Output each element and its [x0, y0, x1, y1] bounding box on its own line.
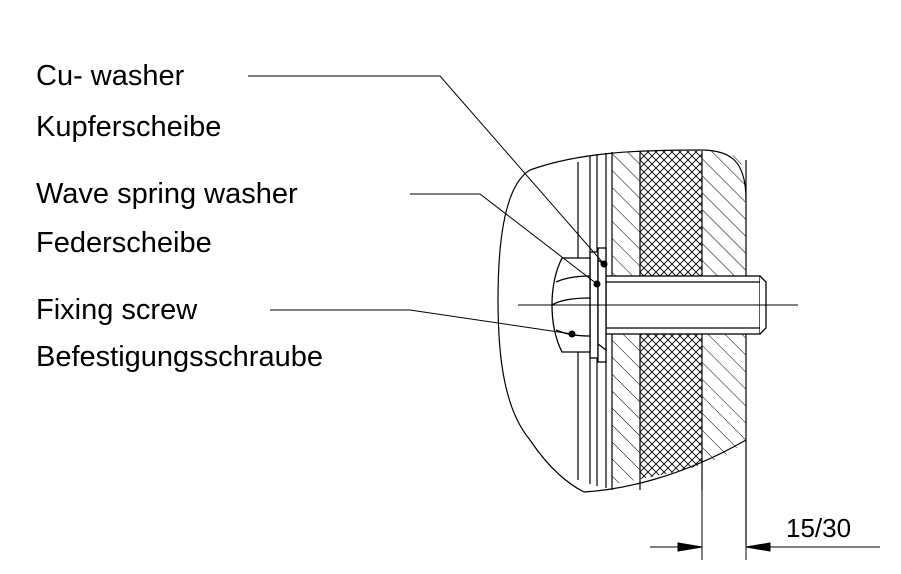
section-break-bottom	[583, 439, 747, 493]
label-fixing-screw-de: Befestigungsschraube	[36, 341, 323, 373]
leader-dots	[568, 260, 608, 338]
label-cu-washer-de: Kupferscheibe	[36, 111, 222, 143]
label-wave-spring-de: Federscheibe	[36, 227, 212, 259]
label-fixing-screw-en: Fixing screw	[36, 294, 198, 326]
label-wave-spring-en: Wave spring washer	[36, 178, 298, 210]
leader-lines	[248, 75, 605, 335]
section-break-outline	[497, 149, 701, 493]
dimension-lines	[650, 440, 880, 560]
label-cu-washer-en: Cu- washer	[36, 60, 185, 92]
dimension-value: 15/30	[786, 513, 852, 543]
